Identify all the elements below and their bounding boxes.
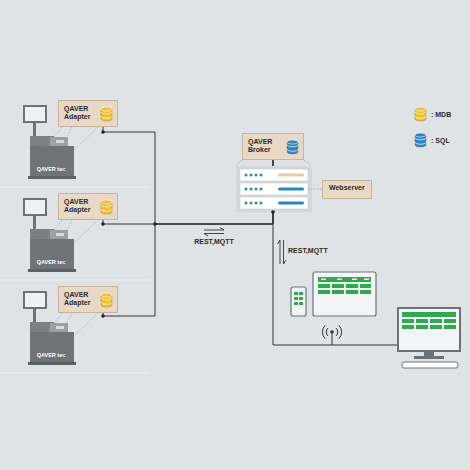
machine-brand: QAVER tec [37,166,66,172]
database-icon [286,139,299,155]
database-top [101,107,112,111]
node-label: QAVER Adapter [64,291,97,307]
protocol-label: REST,MQTT [194,238,234,245]
legend-swatch [414,106,427,122]
adapter-box: QAVER Adapter [58,286,118,313]
database-icon [100,292,113,308]
legend-text: : MDB [431,111,451,118]
database-ring [415,142,426,144]
database-ring [287,149,298,151]
database-top [415,107,426,111]
database-icon-holder [100,292,113,308]
machine-brand: QAVER tec [37,259,66,265]
database-icon [100,106,113,122]
database-ring [101,209,112,211]
database-top [101,200,112,204]
protocol-label: REST,MQTT [288,247,328,254]
database-ring [101,302,112,304]
node-label: Webserver [329,184,365,192]
legend-entry: : SQL [414,132,450,148]
legend-swatch [414,132,427,148]
database-top [415,133,426,137]
machine-brand: QAVER tec [37,352,66,358]
database-ring [287,144,298,146]
database-ring [415,116,426,118]
database-icon [414,132,427,148]
node-label: QAVER Adapter [64,105,97,121]
database-ring [415,112,426,114]
legend-text: : SQL [431,137,450,144]
legend-entry: : MDB [414,106,451,122]
webserver-box: Webserver [322,180,372,199]
node-label: QAVER Adapter [64,198,97,214]
database-icon-holder [100,199,113,215]
database-ring [415,138,426,140]
adapter-box: QAVER Adapter [58,193,118,220]
database-ring [101,297,112,299]
database-ring [101,204,112,206]
adapter-box: QAVER Adapter [58,100,118,127]
database-ring [101,111,112,113]
database-icon-holder [100,106,113,122]
database-icon [414,106,427,122]
database-top [287,140,298,144]
broker-box: QAVER Broker [242,133,304,160]
database-icon-holder [286,139,299,155]
database-icon [100,199,113,215]
database-top [101,293,112,297]
node-label: QAVER Broker [248,138,283,154]
database-ring [101,116,112,118]
